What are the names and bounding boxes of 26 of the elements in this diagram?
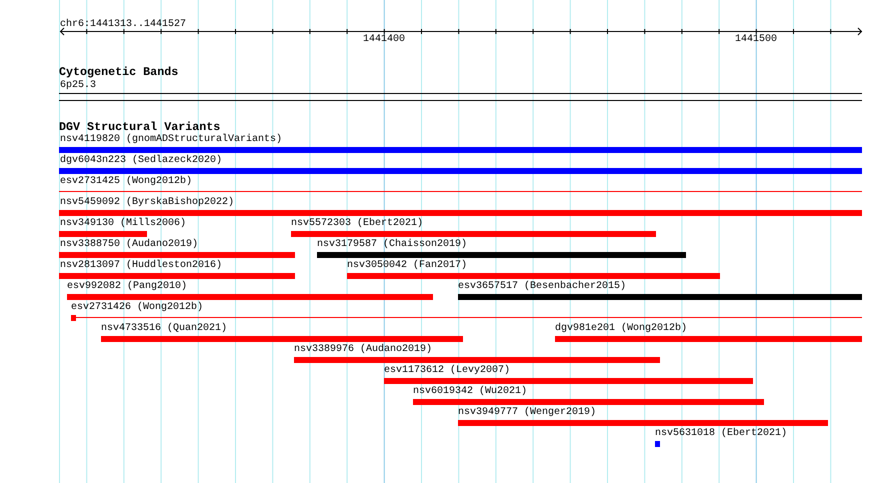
feature-label: nsv4119820 (gnomADStructuralVariants) xyxy=(60,134,282,146)
feature-label: nsv5631018 (Ebert2021) xyxy=(655,428,788,440)
feature-label: dgv6043n223 (Sedlazeck2020) xyxy=(60,155,222,167)
feature-label: nsv2813097 (Huddleston2016) xyxy=(60,260,222,272)
feature-label: esv2731425 (Wong2012b) xyxy=(60,176,192,188)
feature-label: esv2731426 (Wong2012b) xyxy=(71,302,204,314)
feature-label: nsv5459092 (ByrskaBishop2022) xyxy=(60,197,234,209)
feature-label: dgv981e201 (Wong2012b) xyxy=(555,323,688,335)
feature-label: esv992082 (Pang2010) xyxy=(67,281,188,293)
feature-label: nsv3388750 (Audano2019) xyxy=(60,239,198,251)
band-label: 6p25.3 xyxy=(60,80,96,92)
feature-label: nsv3949777 (Wenger2019) xyxy=(458,407,596,419)
feature-label: nsv349130 (Mills2006) xyxy=(60,218,186,230)
feature-label: nsv4733516 (Quan2021) xyxy=(101,323,228,335)
feature-label: esv1173612 (Levy2007) xyxy=(384,365,510,377)
feature-label: nsv3179587 (Chaisson2019) xyxy=(317,239,468,251)
feature-label: nsv5572303 (Ebert2021) xyxy=(291,218,424,230)
track-heading: Cytogenetic Bands xyxy=(59,66,178,79)
feature-label: esv3657517 (Besenbacher2015) xyxy=(458,281,626,293)
tick-label: 1441400 xyxy=(363,34,406,46)
tick-label: 1441500 xyxy=(735,34,778,46)
track-heading: DGV Structural Variants xyxy=(59,121,220,134)
position-label: chr6:1441313..1441527 xyxy=(60,19,186,31)
feature-label: nsv3050042 (Fan2017) xyxy=(347,260,468,272)
feature-label: nsv3389976 (Audano2019) xyxy=(294,344,432,356)
feature-label: nsv6019342 (Wu2021) xyxy=(413,386,528,398)
